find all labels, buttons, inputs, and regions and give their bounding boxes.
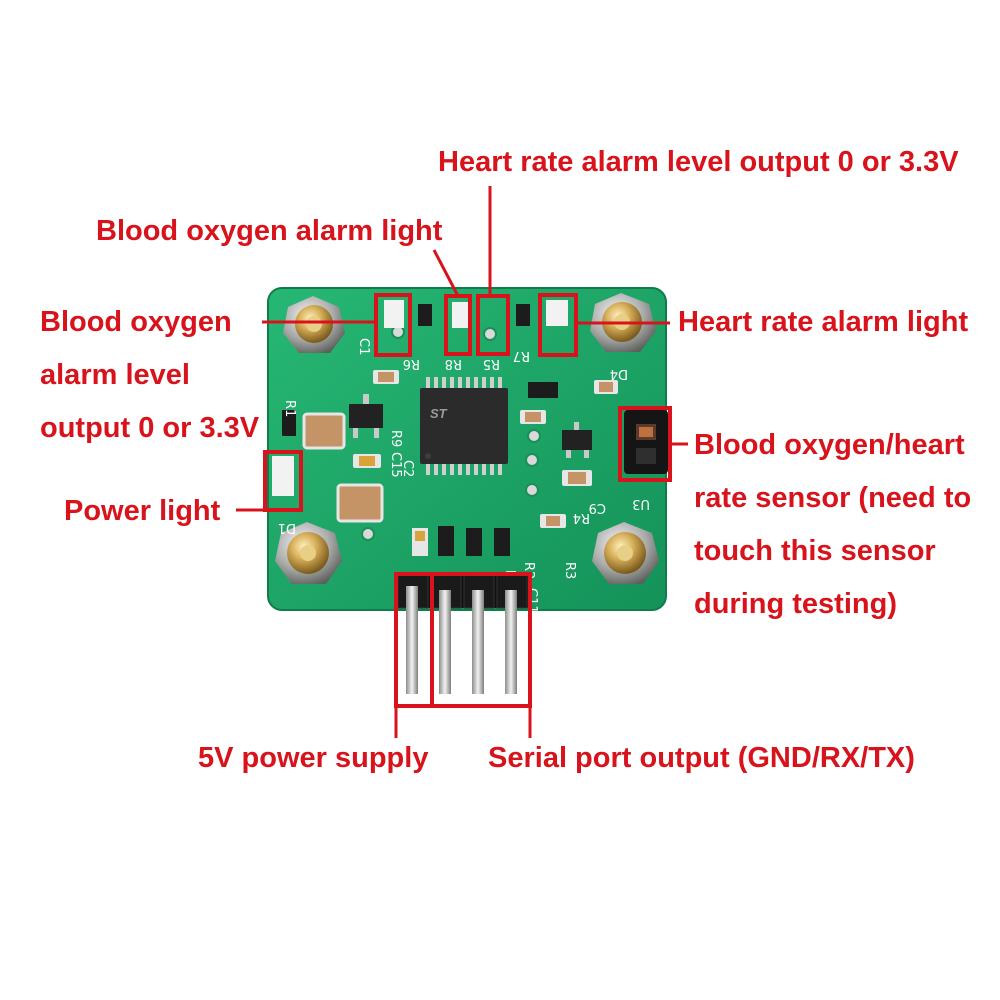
svg-text:U3: U3 — [632, 496, 650, 511]
svg-text:R4: R4 — [573, 510, 590, 525]
label-heart-rate-alarm-level: Heart rate alarm level output 0 or 3.3V — [438, 136, 959, 189]
label-sensor: Blood oxygen/heart rate sensor (need to … — [694, 419, 971, 631]
svg-text:D4: D4 — [610, 366, 628, 381]
svg-text:C1: C1 — [356, 338, 371, 355]
label-heart-rate-alarm-light-text: Heart rate alarm light — [678, 306, 969, 338]
label-line: touch this sensor — [694, 535, 936, 567]
label-line: output 0 or 3.3V — [40, 412, 260, 444]
standoff-top-left — [283, 296, 345, 353]
svg-text:D1: D1 — [278, 520, 296, 535]
transistor-right — [562, 422, 592, 458]
pin-header — [396, 573, 528, 694]
spo2-sensor — [624, 410, 668, 474]
label-serial-output: Serial port output (GND/RX/TX) — [488, 732, 915, 785]
label-blood-oxygen-alarm-light-text: Blood oxygen alarm light — [96, 215, 443, 247]
chip-brand-text: ST — [430, 406, 448, 421]
svg-text:R3: R3 — [562, 562, 577, 579]
svg-text:R5: R5 — [483, 356, 500, 371]
svg-text:C15: C15 — [388, 452, 403, 478]
label-line: Blood oxygen/heart — [694, 429, 965, 461]
svg-text:R1: R1 — [282, 400, 297, 417]
svg-text:R7: R7 — [513, 348, 530, 363]
voltage-regulator — [349, 394, 383, 438]
label-power-light: Power light — [64, 485, 220, 538]
label-heart-rate-alarm-level-text: Heart rate alarm level output 0 or 3.3V — [438, 146, 959, 178]
label-blood-oxygen-alarm-light: Blood oxygen alarm light — [96, 205, 442, 258]
label-serial-output-text: Serial port output (GND/RX/TX) — [488, 742, 915, 774]
svg-text:R6: R6 — [403, 356, 420, 371]
tantalum-capacitor-lower — [336, 483, 384, 523]
label-heart-rate-alarm-light: Heart rate alarm light — [678, 296, 968, 349]
svg-text:C2: C2 — [400, 460, 415, 477]
tantalum-capacitor-upper — [302, 412, 346, 450]
svg-text:R8: R8 — [445, 356, 462, 371]
label-line: rate sensor (need to — [694, 482, 972, 514]
label-line: during testing) — [694, 588, 897, 620]
svg-text:R9: R9 — [388, 430, 403, 447]
label-line: Blood oxygen — [40, 306, 232, 338]
standoff-bottom-left — [275, 522, 342, 584]
label-blood-oxygen-alarm-level: Blood oxygen alarm level output 0 or 3.3… — [40, 296, 259, 455]
label-power-supply-text: 5V power supply — [198, 742, 429, 774]
leader-lines — [236, 186, 688, 738]
svg-text:C9: C9 — [589, 500, 606, 515]
standoff-bottom-right — [592, 522, 659, 584]
label-power-light-text: Power light — [64, 495, 221, 527]
label-line: alarm level — [40, 359, 190, 391]
label-power-supply: 5V power supply — [198, 732, 428, 785]
main-microcontroller-chip: ST — [420, 377, 508, 475]
